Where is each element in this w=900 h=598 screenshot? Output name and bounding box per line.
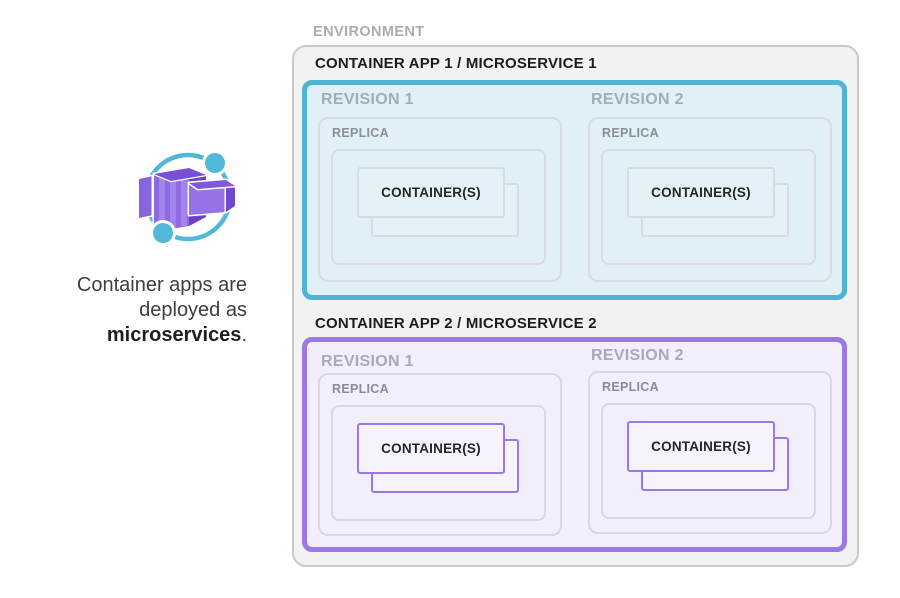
app2-revision-2-label: REVISION 2 [591,347,684,364]
caption-line-1: Container apps are [76,274,247,296]
caption-line-3: microservices. [28,323,247,348]
orbit-dot-top [205,153,225,173]
caption-bold-word: microservices [106,324,242,346]
pod-boundary: CONTAINER(S) [331,405,546,521]
replica-label: REPLICA [332,126,389,140]
container-app-2-box: REVISION 1 REVISION 2 REPLICA CONTAINER(… [302,337,847,552]
pod-boundary: CONTAINER(S) [331,149,546,265]
app1-revision-2-label: REVISION 2 [591,91,684,108]
caption-period: . [241,324,247,346]
app1-revision-2-replica-box: REPLICA CONTAINER(S) [588,117,832,282]
app2-revision-1-replica-box: REPLICA CONTAINER(S) [318,373,562,536]
environment-box: CONTAINER APP 1 / MICROSERVICE 1 REVISIO… [292,45,859,567]
orbit-dots [150,150,228,246]
container-app-1-title: CONTAINER APP 1 / MICROSERVICE 1 [315,55,597,72]
container-app-2-title: CONTAINER APP 2 / MICROSERVICE 2 [315,315,597,332]
right-container-top [187,178,237,191]
caption: Container apps are deployed as microserv… [28,273,247,348]
left-container [137,174,155,220]
replica-label: REPLICA [332,382,389,396]
container-apps-icon [137,140,247,252]
pod-boundary: CONTAINER(S) [601,403,816,519]
pod-boundary: CONTAINER(S) [601,149,816,265]
app1-revision-1-replica-box: REPLICA CONTAINER(S) [318,117,562,282]
orbit-dot-bottom [153,223,173,243]
app2-revision-1-label: REVISION 1 [321,353,414,370]
replica-label: REPLICA [602,380,659,394]
app1-revision-1-label: REVISION 1 [321,91,414,108]
app2-revision-2-replica-box: REPLICA CONTAINER(S) [588,371,832,534]
container-card: CONTAINER(S) [627,421,775,472]
container-card: CONTAINER(S) [357,167,505,218]
container-card: CONTAINER(S) [357,423,505,474]
container-card: CONTAINER(S) [627,167,775,218]
environment-label: ENVIRONMENT [313,24,425,40]
container-app-1-box: REVISION 1 REVISION 2 REPLICA CONTAINER(… [302,80,847,300]
replica-label: REPLICA [602,126,659,140]
caption-line-2: deployed as [139,299,247,321]
main-container-top [152,166,208,183]
